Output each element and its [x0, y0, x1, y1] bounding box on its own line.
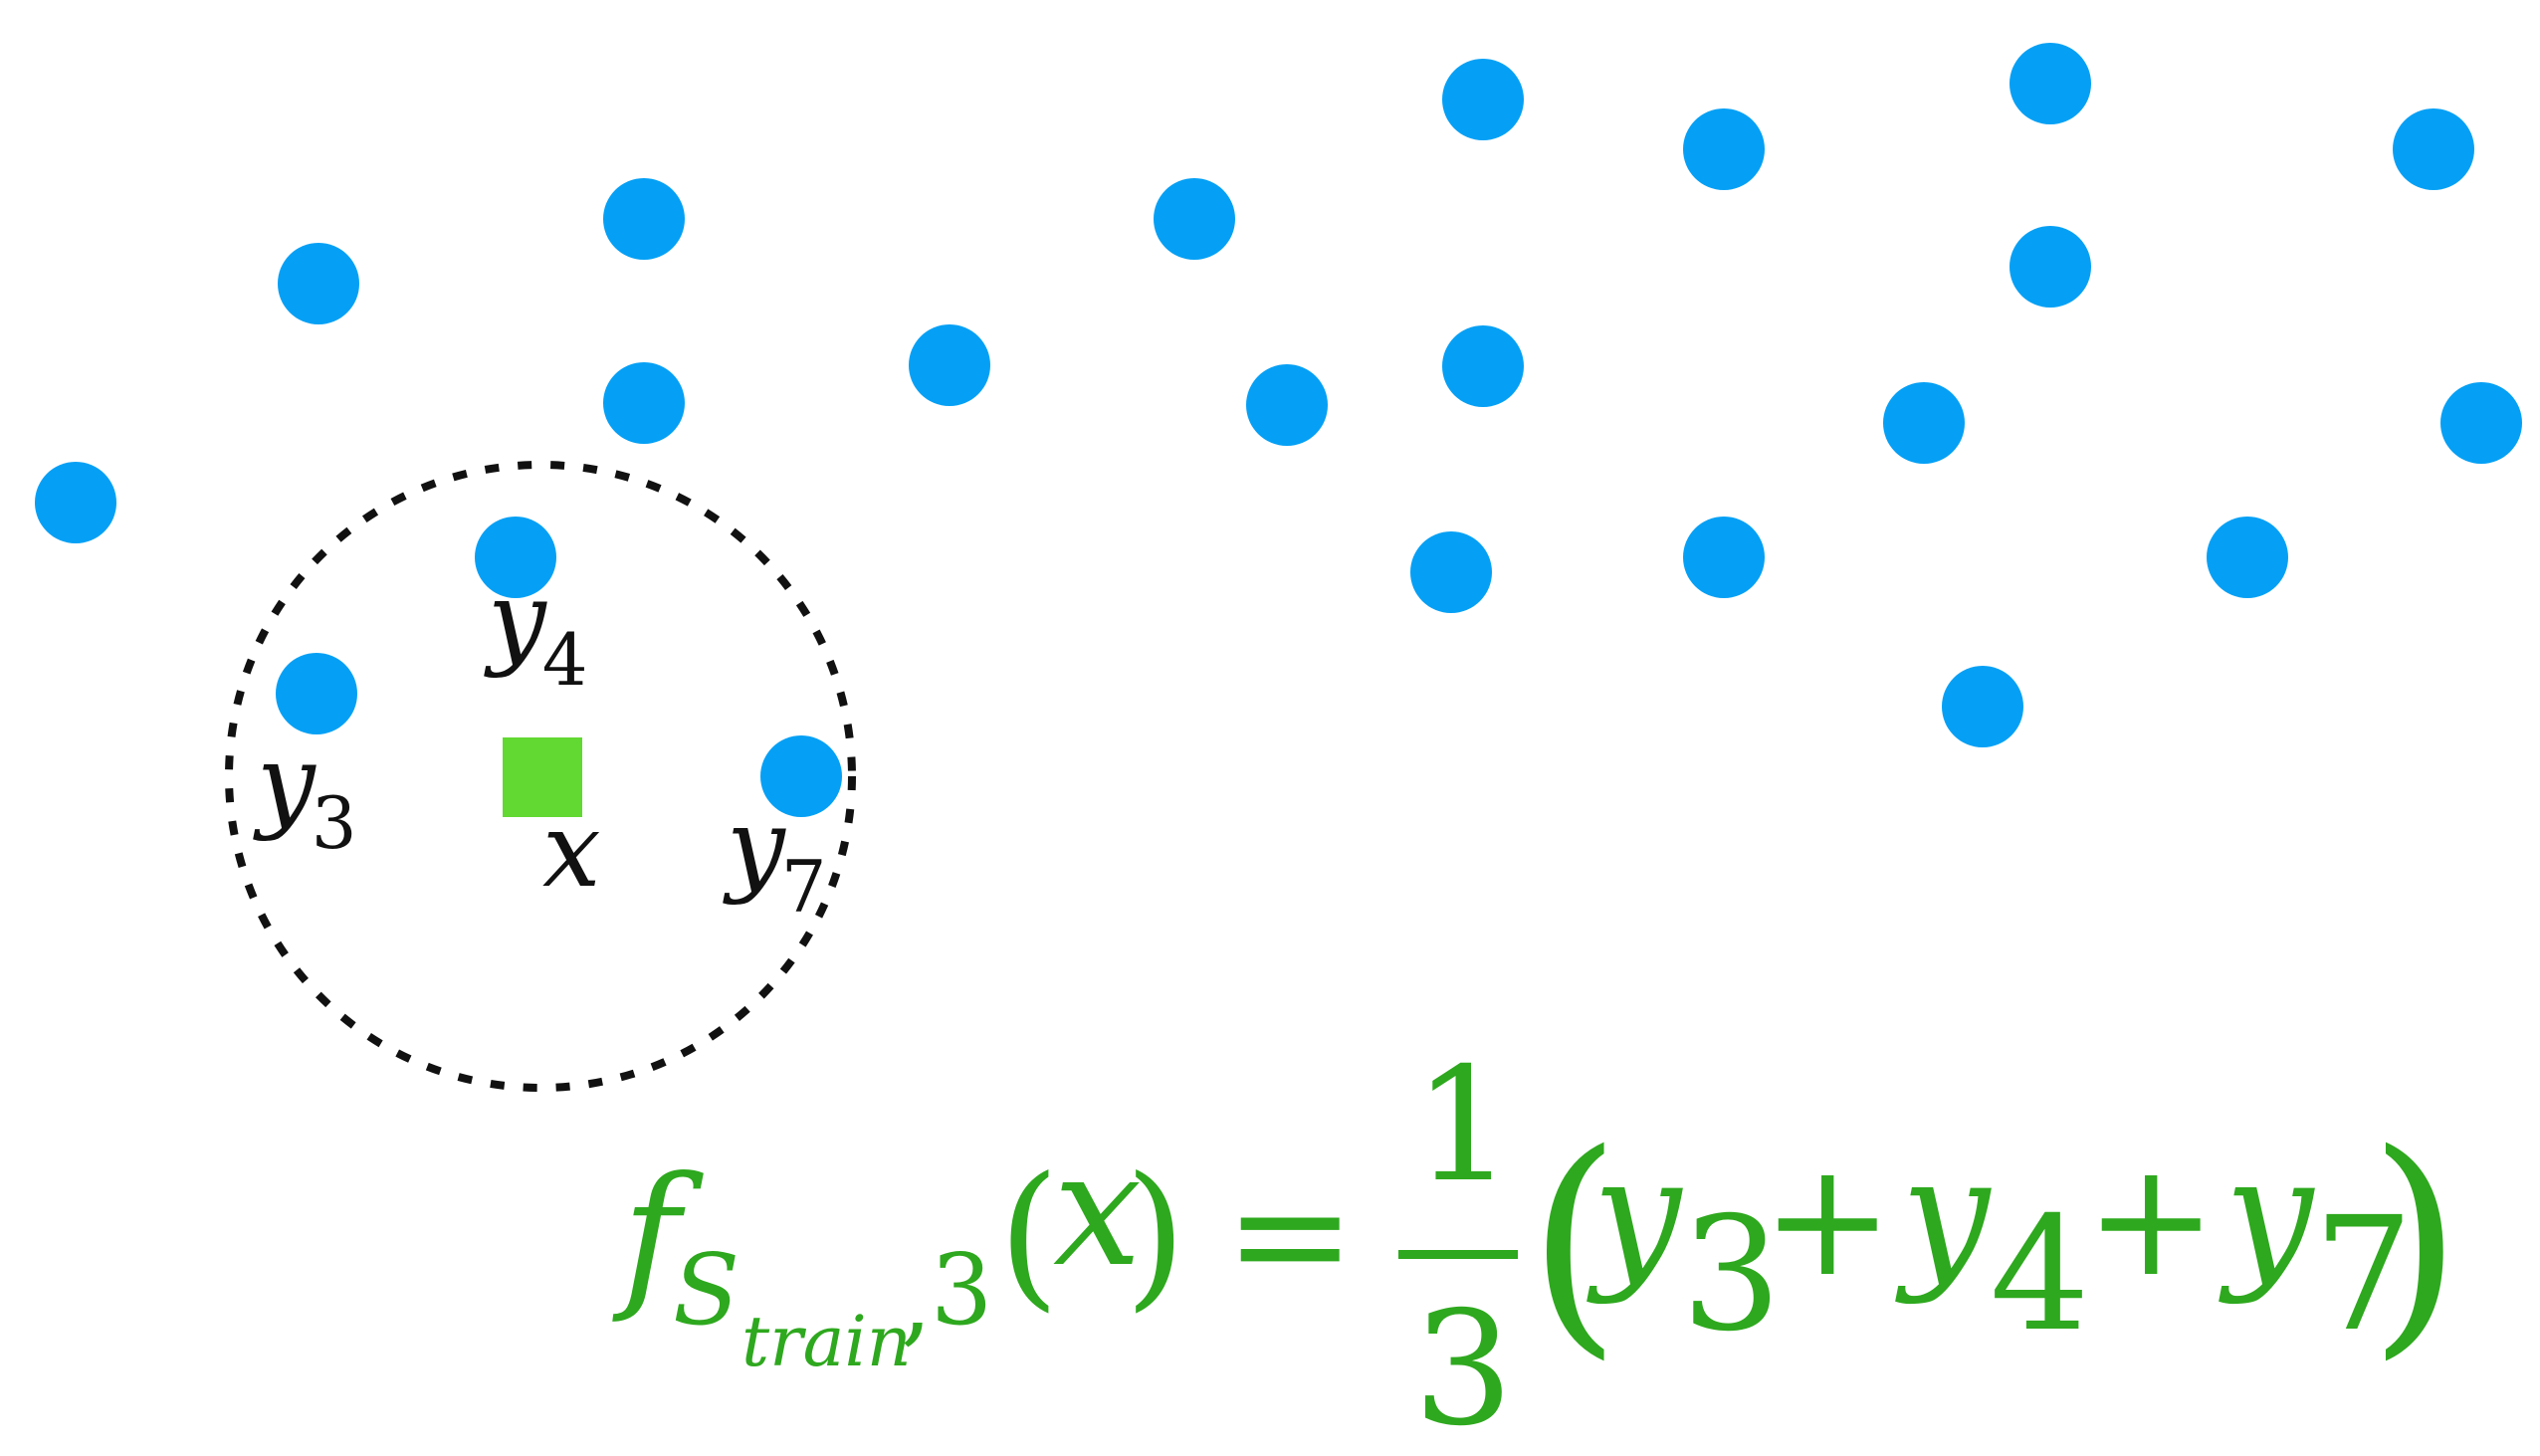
training-point	[909, 324, 990, 406]
training-point	[603, 362, 685, 444]
training-point	[276, 653, 357, 734]
training-point	[603, 178, 685, 260]
formula-plus-2: +	[2085, 1129, 2217, 1312]
label-x: x	[542, 789, 601, 911]
training-point	[1154, 178, 1235, 260]
label-y7: y7	[723, 785, 827, 929]
formula-arg: x	[1053, 1119, 1142, 1302]
formula-train: train	[741, 1301, 912, 1382]
training-point	[2010, 226, 2091, 308]
formula-equals: =	[1224, 1144, 1356, 1327]
formula-big-lparen: (	[1528, 1102, 1621, 1380]
formula-term-y4: y4	[1895, 1124, 2090, 1366]
training-point	[2207, 517, 2288, 598]
formula-comma: ,	[901, 1244, 932, 1357]
query-point	[503, 737, 582, 817]
label-y3: y3	[253, 722, 357, 865]
training-point	[1883, 382, 1965, 464]
formula-plus-1: +	[1762, 1129, 1893, 1312]
knn-formula: f S train , 3 ( x ) = 1 3 ( y3 + y4 + y7…	[612, 1034, 2462, 1456]
training-point	[35, 462, 116, 543]
formula-rparen: )	[1125, 1144, 1186, 1327]
training-point	[1442, 59, 1524, 140]
training-point	[2440, 382, 2522, 464]
formula-big-rparen: )	[2369, 1102, 2462, 1380]
formula-numerator: 1	[1413, 1034, 1514, 1217]
training-point	[1410, 531, 1492, 613]
formula-S: S	[673, 1234, 740, 1348]
formula-term-y7: y7	[2219, 1124, 2414, 1366]
fraction-bar	[1398, 1250, 1518, 1259]
training-point	[760, 735, 842, 817]
formula-term-y3: y3	[1587, 1124, 1782, 1366]
training-points	[35, 43, 2522, 817]
training-point	[1246, 364, 1328, 446]
training-point	[1683, 517, 1765, 598]
formula-k: 3	[931, 1234, 992, 1348]
neighborhood-circle	[225, 461, 856, 1092]
training-point	[1942, 666, 2023, 747]
training-point	[1683, 108, 1765, 190]
training-point	[2393, 108, 2474, 190]
training-point	[475, 517, 556, 598]
label-y4: y4	[484, 558, 588, 702]
training-point	[1442, 325, 1524, 407]
training-point	[278, 243, 359, 324]
formula-denominator: 3	[1413, 1278, 1514, 1456]
formula-lparen: (	[998, 1144, 1060, 1327]
training-point	[2010, 43, 2091, 124]
